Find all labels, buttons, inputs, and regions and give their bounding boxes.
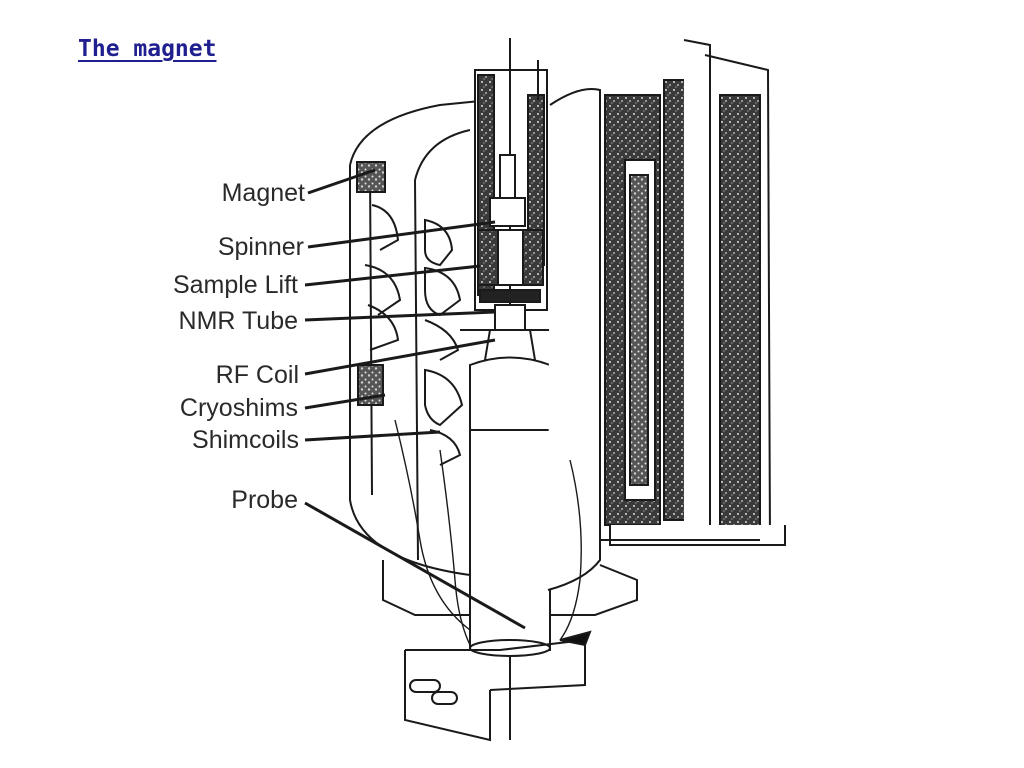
slide-title: The magnet <box>78 36 217 62</box>
label-shimcoils: Shimcoils <box>192 426 299 454</box>
magnet-cutaway <box>349 38 786 742</box>
label-cryoshims: Cryoshims <box>180 394 298 422</box>
label-nmr-tube: NMR Tube <box>179 307 298 335</box>
label-probe: Probe <box>231 486 298 514</box>
label-group: Magnet Spinner Sample Lift NMR Tube RF C… <box>173 179 305 514</box>
label-magnet: Magnet <box>222 179 305 207</box>
label-rf-coil: RF Coil <box>216 361 299 389</box>
label-leaders <box>304 168 526 630</box>
label-spinner: Spinner <box>218 233 304 261</box>
label-sample-lift: Sample Lift <box>173 271 298 299</box>
